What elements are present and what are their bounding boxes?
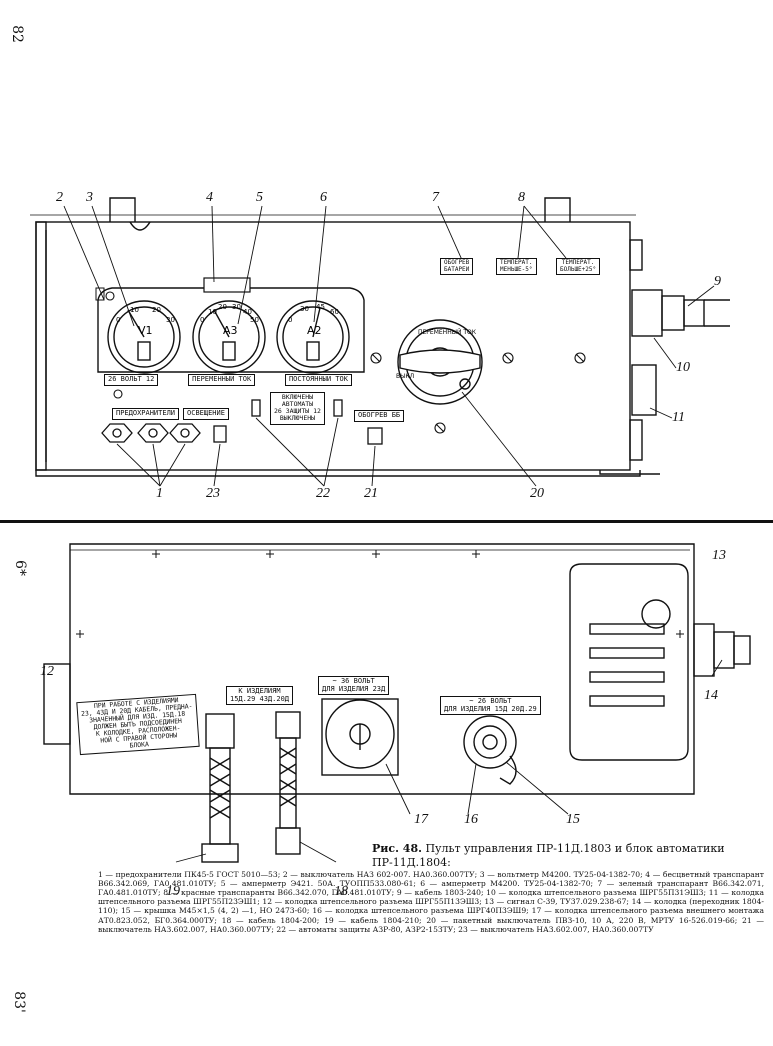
- a3-tick-5: 50: [250, 316, 259, 324]
- page-divider: [0, 520, 773, 523]
- figure-title: Пульт управления ПР-11Д.1803 и блок авто…: [372, 842, 725, 869]
- callout-22: 22: [316, 486, 330, 501]
- a3-tick-1: 10: [208, 308, 217, 316]
- v1-tick-2: 20: [152, 306, 161, 314]
- strip-ac: ПЕРЕМЕННЫЙ ТОК: [188, 374, 256, 386]
- callout-1: 1: [156, 486, 163, 501]
- switch-label-right: ПЕРЕМЕННЫЙ ТОК: [418, 329, 477, 336]
- meter-a3-label: A3: [223, 324, 238, 337]
- callout-6: 6: [320, 190, 327, 205]
- figure-label: Рис. 48.: [372, 842, 422, 855]
- callout-15: 15: [566, 812, 580, 827]
- automation-block-drawing: [43, 543, 751, 863]
- callout-3: 3: [86, 190, 93, 205]
- automata-plate: ВКЛЮЧЕНЫ АВТОМАТЫ 26 ЗАЩИТЫ 12 ВЫКЛЮЧЕНЫ: [270, 392, 325, 425]
- meter-v1-label: V1: [138, 324, 153, 337]
- meter-strip: 26 ВОЛЬТ 12 ПЕРЕМЕННЫЙ ТОК ПОСТОЯННЫЙ ТО…: [104, 374, 352, 386]
- a3-tick-4: 40: [243, 308, 252, 316]
- callout-11: 11: [672, 410, 685, 425]
- v1-tick-1: 10: [130, 306, 139, 314]
- panel-body: [35, 221, 631, 471]
- callout-20: 20: [530, 486, 544, 501]
- strip-dc: ПОСТОЯННЫЙ ТОК: [284, 374, 352, 386]
- meter-a2-label: A2: [307, 324, 322, 337]
- callout-4: 4: [206, 190, 213, 205]
- heat-label: ОБОГРЕВ ББ: [354, 410, 405, 422]
- figure-caption-body: 1 — предохранители ПК45-5 ГОСТ 5010—53; …: [98, 870, 764, 934]
- callout-12: 12: [40, 664, 54, 679]
- callout-17: 17: [414, 812, 428, 827]
- switch-label-left: ВЫКЛ: [396, 373, 414, 380]
- callout-14: 14: [704, 688, 718, 703]
- callout-13: 13: [712, 548, 726, 563]
- callout-10: 10: [676, 360, 690, 375]
- strip-voltage: 26 ВОЛЬТ 12: [104, 374, 159, 386]
- light-label: ОСВЕЩЕНИЕ: [183, 408, 229, 420]
- a2-tick-3: 60: [330, 308, 339, 316]
- callout-7: 7: [432, 190, 439, 205]
- callout-18: 18: [334, 884, 348, 899]
- a3-tick-0: 0: [200, 316, 204, 324]
- callout-2: 2: [56, 190, 63, 205]
- callout-23: 23: [206, 486, 220, 501]
- transparant-8b: ТЕМПЕРАТ.БОЛЬШЕ+25°: [556, 258, 601, 276]
- callout-21: 21: [364, 486, 378, 501]
- callout-16: 16: [464, 812, 478, 827]
- callout-5: 5: [256, 190, 263, 205]
- v1-tick-0: 0: [116, 316, 120, 324]
- figure-caption-title: Рис. 48. Пульт управления ПР-11Д.1803 и …: [372, 842, 764, 870]
- control-panel-drawing: V1 A3 A2 0 10 20 30 0 10 20 30 40 50 0 3…: [30, 197, 730, 487]
- a2-tick-1: 30: [300, 305, 309, 313]
- fuses-label: ПРЕДОХРАНИТЕЛИ: [112, 408, 180, 420]
- a2-tick-2: 45: [316, 303, 325, 311]
- callout-9: 9: [714, 274, 721, 289]
- a3-tick-3: 30: [232, 303, 241, 311]
- v1-tick-3: 30: [166, 316, 175, 324]
- callout-8: 8: [518, 190, 525, 205]
- transparant-8a: ТЕМПЕРАТ.МЕНЬШЕ-5°: [496, 258, 537, 276]
- page-number-bottom: 83': [10, 991, 27, 1013]
- a3-tick-2: 20: [218, 303, 227, 311]
- fuses-strip: ПРЕДОХРАНИТЕЛИ ОСВЕЩЕНИЕ: [112, 408, 229, 420]
- a2-tick-0: 0: [288, 316, 292, 324]
- callout-19: 19: [166, 884, 180, 899]
- warning-plate: ПРИ РАБОТЕ С ИЗДЕЛИЯМИ 23, 43Д И 20Д КАБ…: [76, 693, 200, 756]
